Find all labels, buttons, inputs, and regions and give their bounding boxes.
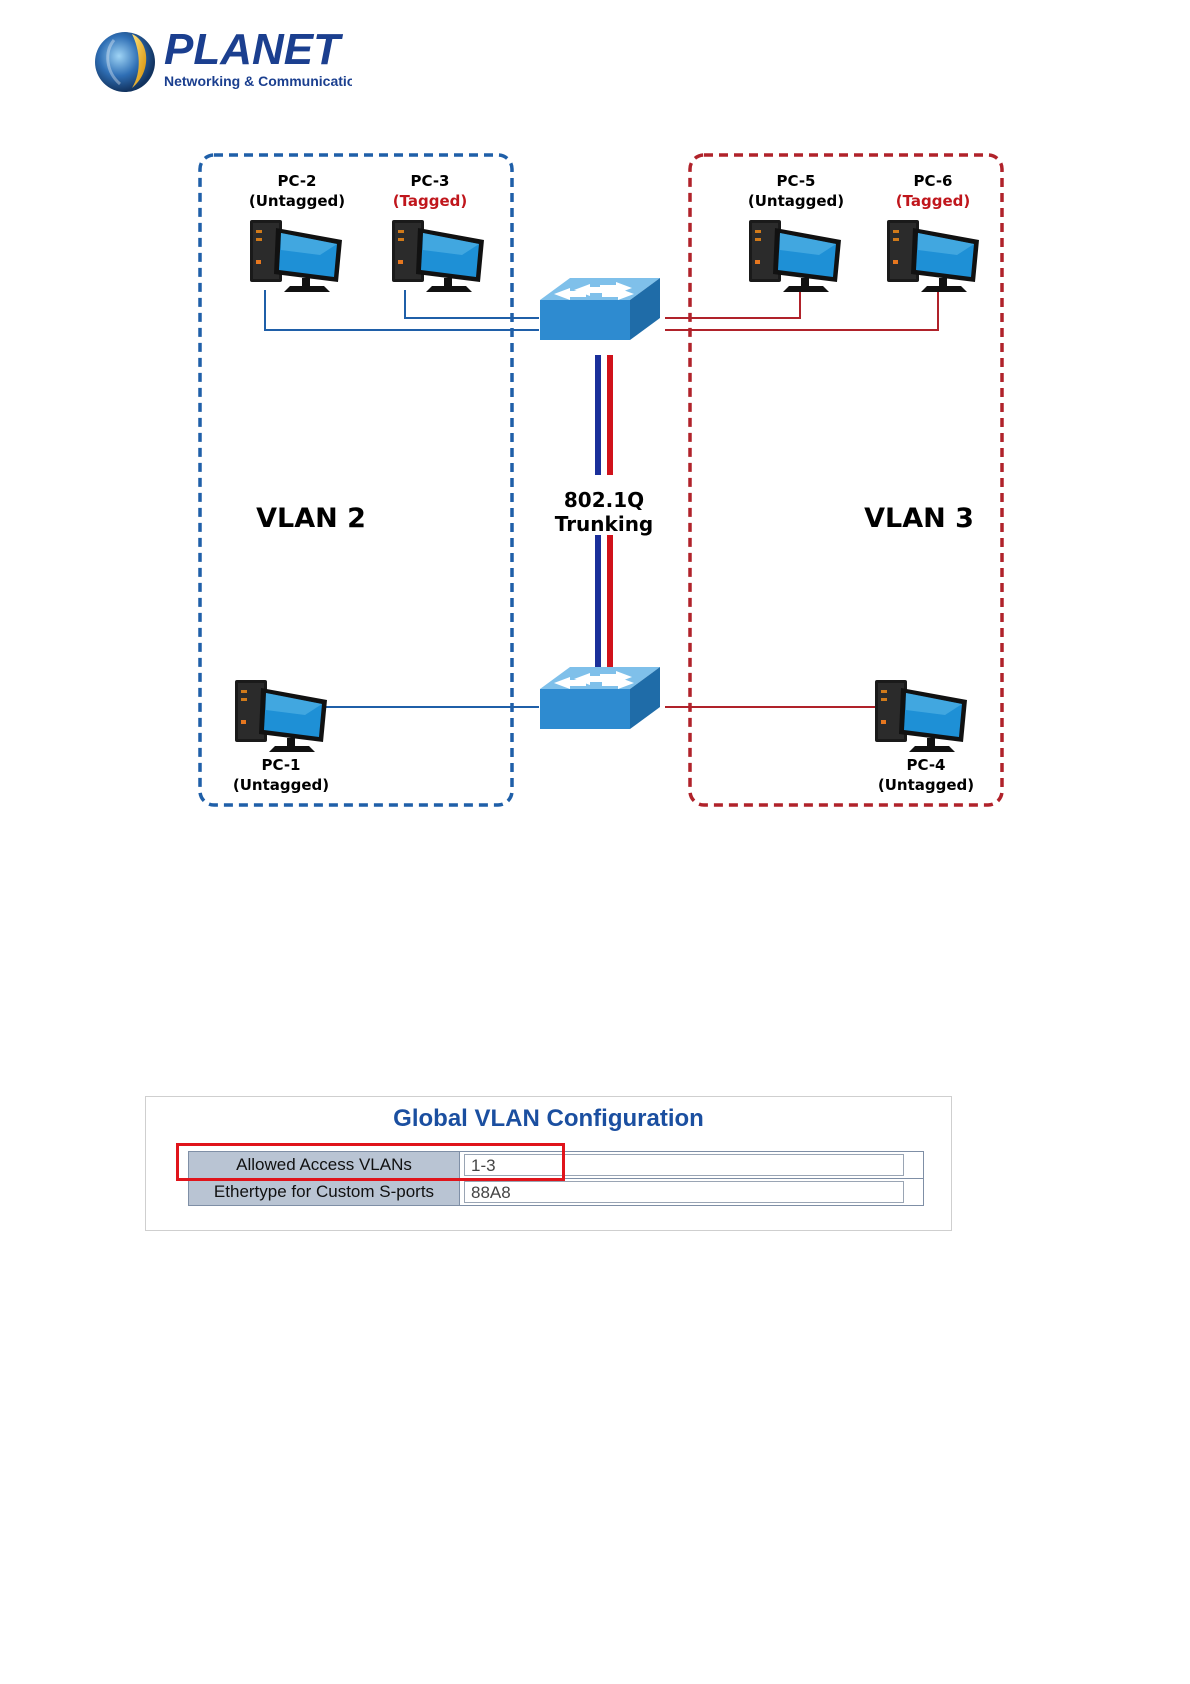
logo-brand-text: PLANET [164, 28, 343, 74]
trunk-label-line1: 802.1Q [564, 488, 644, 512]
vlan2-label: VLAN 2 [256, 503, 366, 534]
link-pc2 [265, 290, 539, 330]
trunk-line-vlan2 [595, 355, 601, 475]
link-pc3 [405, 290, 539, 318]
pc6-mode: (Tagged) [896, 192, 971, 210]
pc1-computer-icon [235, 680, 327, 752]
pc5-name: PC-5 [776, 172, 815, 190]
pc3-computer-icon [392, 220, 484, 292]
logo-tagline-text: Networking & Communication [164, 73, 352, 89]
pc2-mode: (Untagged) [249, 192, 345, 210]
bottom-switch-icon [540, 667, 660, 729]
trunk-line-vlan2-lower [595, 535, 601, 675]
pc5-computer-icon [749, 220, 841, 292]
pc2-computer-icon [250, 220, 342, 292]
planet-globe-icon: PLANET Networking & Communication [92, 28, 352, 98]
pc1-name: PC-1 [261, 756, 300, 774]
trunk-line-vlan3 [607, 355, 613, 475]
pc4-name: PC-4 [906, 756, 945, 774]
pc6-name: PC-6 [913, 172, 952, 190]
pc4-mode: (Untagged) [878, 776, 974, 794]
panel-title: Global VLAN Configuration [146, 1105, 951, 1133]
pc3-mode: (Tagged) [393, 192, 468, 210]
pc1-mode: (Untagged) [233, 776, 329, 794]
pc3-name: PC-3 [410, 172, 449, 190]
pc4-computer-icon [875, 680, 967, 752]
link-pc5 [665, 290, 800, 318]
highlight-box [176, 1143, 565, 1181]
ethertype-custom-sports-cell: 88A8 [460, 1179, 924, 1206]
trunk-line-vlan3-lower [607, 535, 613, 675]
pc6-computer-icon [887, 220, 979, 292]
pc2-name: PC-2 [277, 172, 316, 190]
table-row: Ethertype for Custom S-ports 88A8 [189, 1179, 924, 1206]
global-vlan-config-panel: Global VLAN Configuration Allowed Access… [145, 1096, 952, 1231]
ethertype-custom-sports-input[interactable]: 88A8 [464, 1181, 904, 1203]
vlan-trunking-diagram: PC-2 (Untagged) PC-3 (Tagged) PC-5 (Unta… [195, 150, 1025, 830]
top-switch-icon [540, 278, 660, 340]
vlan3-label: VLAN 3 [864, 503, 974, 534]
planet-logo: PLANET Networking & Communication [92, 28, 352, 98]
link-pc6 [665, 290, 938, 330]
trunk-label-line2: Trunking [555, 512, 654, 536]
pc5-mode: (Untagged) [748, 192, 844, 210]
ethertype-custom-sports-label: Ethertype for Custom S-ports [189, 1179, 460, 1206]
